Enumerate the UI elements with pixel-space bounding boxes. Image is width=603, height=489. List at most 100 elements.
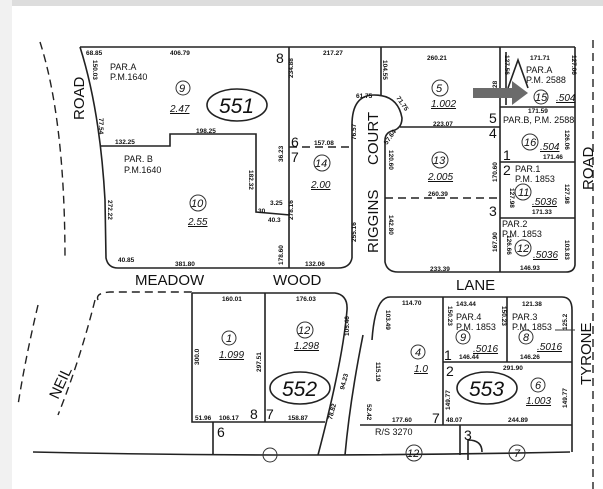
svg-text:30: 30 (258, 208, 266, 215)
book-551: 551 (219, 95, 254, 118)
svg-text:5: 5 (489, 110, 497, 126)
svg-text:5: 5 (436, 83, 443, 95)
par-a-2588-label: PAR.AP.M. 2588 (526, 65, 566, 85)
svg-text:7: 7 (432, 410, 440, 426)
dimension-labels: 68.85 406.79 217.27 260.21 171.71 150.03… (86, 50, 577, 424)
svg-text:PAR.A: PAR.A (110, 62, 136, 72)
lot-12-upper: 12.5036 (514, 239, 558, 261)
meadow-label: MEADOW (135, 272, 205, 289)
svg-text:11: 11 (518, 187, 529, 199)
r-s-3270-west-line (344, 334, 364, 456)
svg-text:223.07: 223.07 (433, 121, 453, 128)
svg-text:.5016: .5016 (473, 344, 498, 355)
svg-text:6: 6 (217, 424, 225, 440)
svg-text:PAR.A: PAR.A (526, 65, 552, 75)
svg-text:146.44: 146.44 (459, 354, 479, 361)
svg-text:177.60: 177.60 (392, 417, 412, 424)
svg-text:127.98: 127.98 (508, 188, 515, 208)
neil-road-east-edge-lower (57, 299, 96, 416)
svg-text:406.79: 406.79 (170, 50, 190, 57)
lot-7-552-partial (262, 447, 278, 463)
book-553-oval (456, 371, 518, 405)
right-column-east-line (500, 47, 576, 273)
svg-text:150.03: 150.03 (91, 60, 98, 80)
svg-text:PAR.1: PAR.1 (515, 164, 540, 174)
svg-text:1: 1 (226, 333, 232, 345)
svg-text:61.75: 61.75 (356, 93, 373, 100)
lot-9-553: 9 .5016 (455, 329, 498, 355)
svg-text:6: 6 (291, 134, 299, 150)
wood-label: WOOD (273, 272, 321, 289)
par-b-1640-label: PAR. BP.M.1640 (124, 154, 161, 175)
svg-text:121.38: 121.38 (522, 301, 542, 308)
lot-4: 41.0 (410, 344, 428, 375)
svg-text:40.85: 40.85 (118, 257, 135, 264)
svg-text:278.16: 278.16 (288, 200, 295, 220)
svg-text:12: 12 (407, 448, 419, 460)
svg-text:146.26: 146.26 (520, 354, 540, 361)
svg-text:PAR.2: PAR.2 (502, 219, 527, 229)
svg-text:120.60: 120.60 (387, 150, 394, 170)
book-551-oval (206, 88, 268, 122)
svg-text:9: 9 (179, 83, 185, 95)
svg-text:1.002: 1.002 (431, 99, 456, 110)
par-4-1853-label: PAR.4P.M. 1853 (456, 312, 496, 332)
lot-8-553: 8.5016 (518, 329, 562, 353)
lot-12-552: 121.298 (294, 321, 319, 352)
svg-text:7: 7 (291, 149, 299, 165)
svg-text:149.77: 149.77 (562, 388, 569, 408)
svg-text:4: 4 (415, 347, 421, 359)
svg-text:126.66: 126.66 (505, 235, 512, 255)
tyrone-road-label: ROAD (580, 146, 597, 190)
lot-6-553: 61.003 (526, 377, 551, 407)
par-a-1640-label: PAR.AP.M.1640 (110, 62, 147, 82)
svg-text:171.46: 171.46 (543, 154, 563, 161)
svg-text:3: 3 (464, 427, 472, 443)
svg-text:.5036: .5036 (532, 197, 557, 208)
svg-text:244.89: 244.89 (508, 417, 528, 424)
neil-road-label: ROAD (71, 76, 88, 120)
svg-text:78.82: 78.82 (327, 403, 338, 421)
svg-text:P.M. 1853: P.M. 1853 (512, 322, 552, 332)
svg-text:381.80: 381.80 (175, 261, 195, 268)
block-corner-numbers: 8 6 7 5 4 1 2 3 8 7 6 1 2 7 3 (217, 50, 511, 443)
svg-text:103.83: 103.83 (563, 240, 570, 260)
svg-text:7: 7 (266, 406, 274, 422)
par-2-1853-label: PAR.2P.M. 1853 (502, 219, 542, 239)
svg-text:170.60: 170.60 (492, 162, 499, 182)
lot-16: 16.504 (521, 133, 560, 153)
neil-road-west-edge-lower (17, 304, 39, 406)
svg-text:9: 9 (460, 332, 466, 344)
block-552-outline (192, 292, 348, 456)
lot-11: 11.5036 (514, 183, 557, 208)
svg-text:40.3: 40.3 (268, 217, 281, 224)
court-label: COURT (365, 112, 382, 165)
svg-text:4: 4 (489, 125, 497, 141)
svg-text:1.298: 1.298 (294, 341, 319, 352)
svg-text:PAR.4: PAR.4 (456, 312, 481, 322)
svg-text:297.51: 297.51 (256, 352, 263, 372)
svg-text:12: 12 (517, 243, 529, 255)
svg-text:28: 28 (492, 80, 499, 88)
par-3-1853-label: PAR.3P.M. 1853 (512, 312, 552, 332)
svg-text:P.M.1640: P.M.1640 (124, 165, 161, 175)
svg-text:14: 14 (315, 158, 327, 170)
svg-text:2.55: 2.55 (187, 217, 208, 228)
south-boundary-line (32, 451, 571, 456)
svg-text:103.49: 103.49 (384, 310, 391, 330)
svg-text:51.96: 51.96 (195, 415, 212, 422)
lot-5: 5 1.002 (431, 79, 456, 110)
svg-text:115.19: 115.19 (374, 362, 381, 382)
svg-text:260.39: 260.39 (428, 191, 448, 198)
svg-text:52.42: 52.42 (365, 404, 372, 421)
svg-text:PAR.3: PAR.3 (512, 312, 537, 322)
svg-text:167.90: 167.90 (492, 232, 499, 252)
highlight-arrow-icon (473, 81, 528, 105)
svg-text:127.56: 127.56 (503, 55, 510, 75)
svg-text:94.23: 94.23 (339, 373, 350, 391)
lot-d-mark (467, 439, 483, 460)
svg-text:1: 1 (503, 147, 511, 163)
scan-edge (0, 0, 12, 489)
svg-text:57.64: 57.64 (383, 128, 398, 146)
svg-text:182.32: 182.32 (247, 170, 254, 190)
